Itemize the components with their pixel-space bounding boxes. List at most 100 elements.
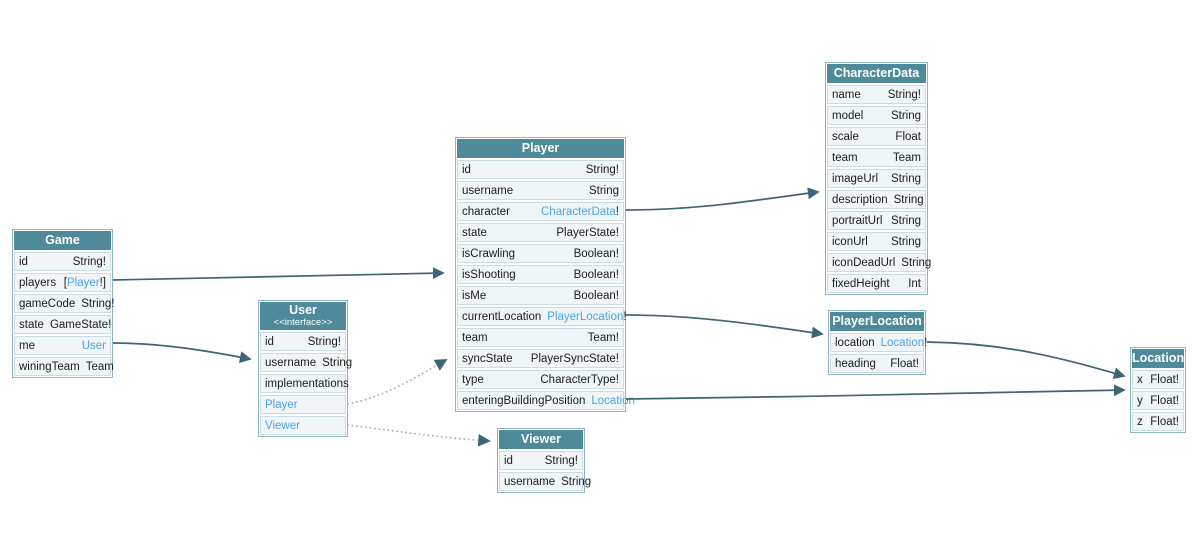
- entity-header-characterdata[interactable]: CharacterData: [827, 64, 926, 83]
- field-name: gameCode: [19, 297, 76, 310]
- field-name: model: [832, 109, 864, 122]
- edge-player-character-to-characterdata: [625, 187, 820, 211]
- field-name: description: [832, 193, 888, 206]
- field-type: CharacterType!: [540, 373, 619, 386]
- type-link-user[interactable]: User: [81, 339, 106, 352]
- field-row-user-id: id String!: [260, 332, 346, 351]
- field-row-game-gamecode: gameCode String!: [14, 294, 115, 313]
- field-row-player-syncstate: syncState PlayerSyncState!: [457, 349, 624, 368]
- field-name: z: [1137, 415, 1143, 428]
- field-name: isShooting: [462, 268, 516, 281]
- field-type: PlayerLocation!: [547, 310, 627, 323]
- type-link-playerlocation[interactable]: PlayerLocation: [547, 310, 624, 323]
- field-type: PlayerState!: [556, 226, 619, 239]
- field-type: CharacterData!: [541, 205, 619, 218]
- field-name: me: [19, 339, 35, 352]
- entity-header-viewer[interactable]: Viewer: [499, 430, 583, 449]
- field-name: id: [265, 335, 274, 348]
- field-name: username: [265, 356, 317, 369]
- field-type: Location: [591, 395, 634, 407]
- field-type: String: [901, 256, 932, 269]
- field-name: x: [1137, 373, 1143, 386]
- field-row-game-id: id String!: [14, 252, 111, 271]
- field-type: String: [890, 214, 921, 227]
- stereotype-label: <<interface>>: [273, 317, 333, 328]
- field-name: id: [19, 255, 28, 268]
- edge-user-implementation-player: [347, 359, 448, 405]
- field-type: String!: [81, 297, 115, 310]
- field-name: syncState: [462, 352, 513, 365]
- field-row-game-players: players[Player!]: [14, 273, 111, 292]
- entity-header-player[interactable]: Player: [457, 139, 624, 158]
- field-name: imageUrl: [832, 172, 879, 185]
- field-type: Float: [895, 130, 921, 143]
- field-type: Location!: [880, 336, 928, 349]
- field-type: PlayerSyncState!: [530, 352, 619, 365]
- type-link-player[interactable]: Player: [67, 276, 100, 289]
- field-name: scale: [832, 130, 859, 143]
- field-type: String: [561, 475, 592, 488]
- field-name: team: [462, 331, 488, 344]
- field-type: String!: [307, 335, 341, 348]
- type-link-location[interactable]: Location: [591, 394, 635, 407]
- field-type: String: [588, 184, 619, 197]
- edge-game-me-to-user: [112, 342, 252, 363]
- field-type: String!: [72, 255, 106, 268]
- field-row-player-username: username String: [457, 181, 624, 200]
- field-name: team: [832, 151, 858, 164]
- field-name: heading: [835, 357, 876, 370]
- edge-user-implementation-viewer: [347, 424, 491, 447]
- edge-player-currentlocation-to-playerlocation: [625, 314, 824, 339]
- field-name: character: [462, 205, 510, 218]
- field-type: Boolean!: [573, 289, 619, 302]
- field-name: iconDeadUrl: [832, 256, 896, 269]
- field-name: isMe: [462, 289, 487, 302]
- field-name: isCrawling: [462, 247, 516, 260]
- entity-header-user[interactable]: User<<interface>>: [260, 302, 346, 330]
- field-type: String!: [887, 88, 921, 101]
- field-row-user-viewer[interactable]: Viewer: [260, 416, 346, 435]
- field-row-user-player[interactable]: Player: [260, 395, 346, 414]
- field-name: username: [462, 184, 514, 197]
- entity-header-playerlocation[interactable]: PlayerLocation: [830, 312, 924, 331]
- field-type: GameState!: [49, 318, 112, 331]
- field-name: implementations: [265, 377, 349, 390]
- field-type: String!: [544, 454, 578, 467]
- entity-header-game[interactable]: Game: [14, 231, 111, 250]
- field-row-characterdata-scale: scale Float: [827, 127, 926, 146]
- field-type: Float!: [1150, 373, 1179, 386]
- field-type: Boolean!: [573, 247, 619, 260]
- edge-playerlocation-location-to-location: [926, 341, 1126, 379]
- entity-header-location[interactable]: Location: [1132, 349, 1184, 368]
- type-link-location[interactable]: Location: [880, 336, 925, 349]
- field-type: String!: [585, 163, 619, 176]
- field-name: players: [19, 276, 57, 289]
- field-row-game-me: me User: [14, 336, 111, 355]
- type-link-characterdata[interactable]: CharacterData: [541, 205, 616, 218]
